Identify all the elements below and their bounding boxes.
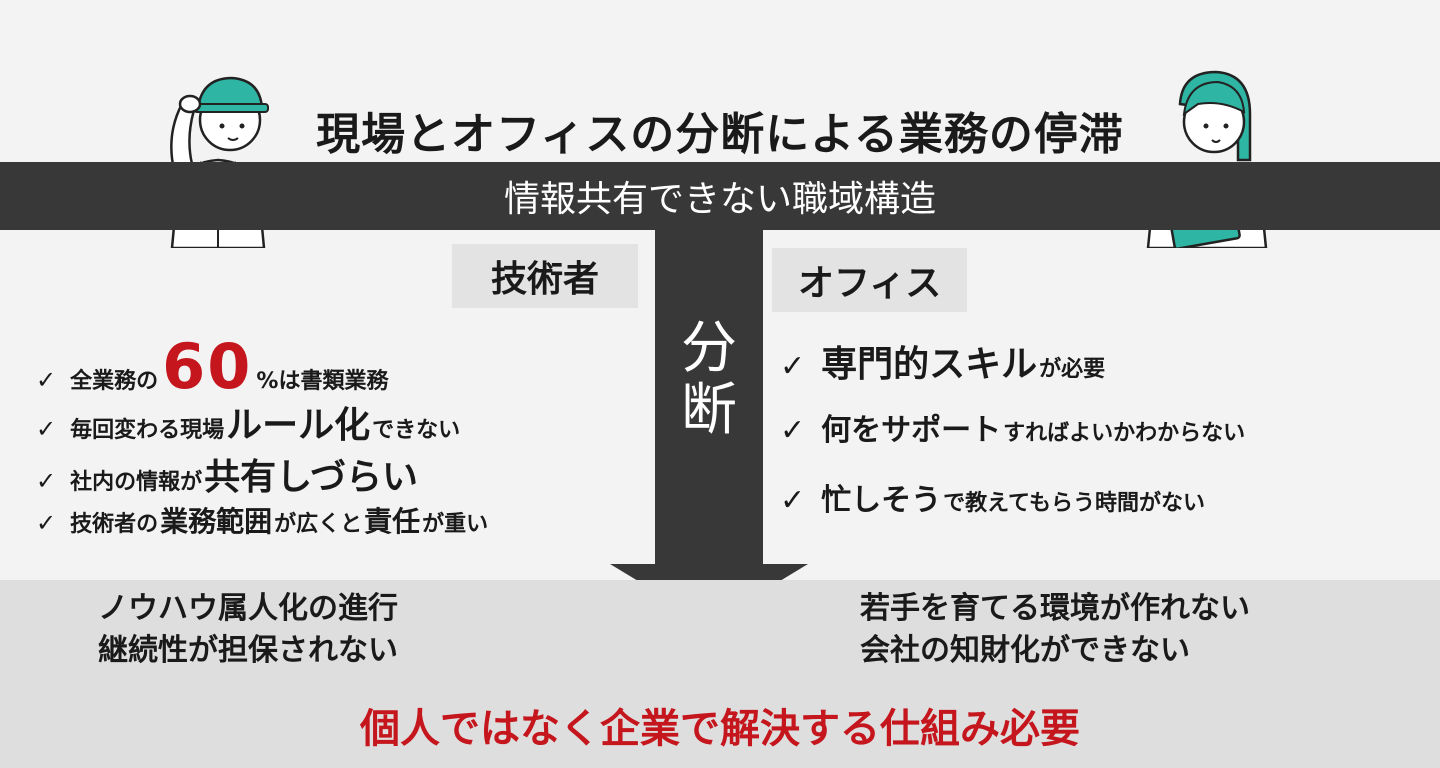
office-result-line-1: 若手を育てる環境が作れない (860, 591, 1250, 626)
highlight-figure: 60 (162, 330, 253, 403)
list-item: ✓ 社内の情報が 共有しづらい (36, 457, 418, 498)
office-result-line-2: 会社の知財化ができない (860, 633, 1190, 668)
split-arrow-stem (655, 228, 763, 568)
banner-text: 情報共有できない職域構造 (503, 179, 936, 220)
engineer-label: 技術者 (452, 244, 638, 308)
check-icon: ✓ (36, 415, 57, 443)
result-band (0, 580, 1440, 768)
check-icon: ✓ (780, 483, 806, 518)
check-icon: ✓ (36, 509, 57, 537)
list-item: ✓ 何をサポート すればよいかわからない (780, 413, 1246, 448)
slide-title: 現場とオフィスの分断による業務の停滞 (316, 109, 1124, 160)
engineer-result-line-1: ノウハウ属人化の進行 (98, 591, 398, 626)
check-icon: ✓ (780, 349, 806, 384)
list-item: ✓ 専門的スキル が必要 (780, 344, 1106, 385)
list-item: ✓ 全業務の 60 %は書類業務 (36, 330, 389, 403)
conclusion-text: 個人ではなく企業で解決する仕組み必要 (360, 706, 1080, 752)
check-icon: ✓ (36, 366, 57, 394)
office-label: オフィス (772, 248, 968, 312)
split-label: 分 断 (655, 318, 763, 442)
engineer-issue-list: ✓ 全業務の 60 %は書類業務 ✓ 毎回変わる現場 ルール化 できない ✓ 社… (36, 330, 646, 552)
engineer-result: ノウハウ属人化の進行 継続性が担保されない (98, 588, 398, 672)
check-icon: ✓ (36, 467, 57, 495)
list-item: ✓ 忙しそう で教えてもらう時間がない (780, 483, 1205, 518)
list-item: ✓ 技術者の 業務範囲 が広くと 責任 が重い (36, 505, 489, 538)
split-char-2: 断 (681, 378, 737, 443)
engineer-result-line-2: 継続性が担保されない (98, 633, 398, 668)
banner-bar (0, 162, 1440, 230)
list-item: ✓ 毎回変わる現場 ルール化 できない (36, 405, 461, 446)
split-char-1: 分 (681, 316, 737, 381)
office-result: 若手を育てる環境が作れない 会社の知財化ができない (860, 588, 1250, 672)
office-issue-list: ✓ 専門的スキル が必要 ✓ 何をサポート すればよいかわからない ✓ 忙しそう… (780, 335, 1430, 545)
check-icon: ✓ (780, 413, 806, 448)
